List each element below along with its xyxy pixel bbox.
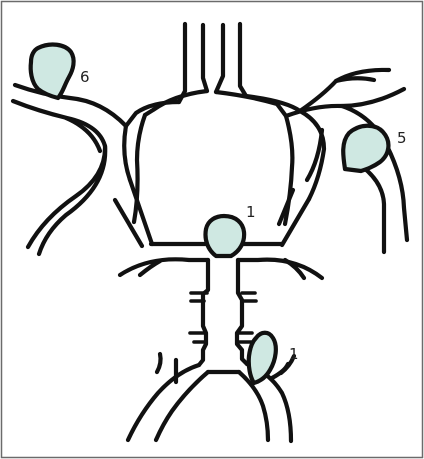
label-right-aneurysm: 5 (397, 129, 407, 147)
label-center-aneurysm: 1 (246, 203, 256, 221)
aneurysm-center (205, 216, 244, 256)
label-lower-aneurysm: 1 (289, 345, 299, 363)
label-left-aneurysm: 6 (80, 68, 90, 86)
